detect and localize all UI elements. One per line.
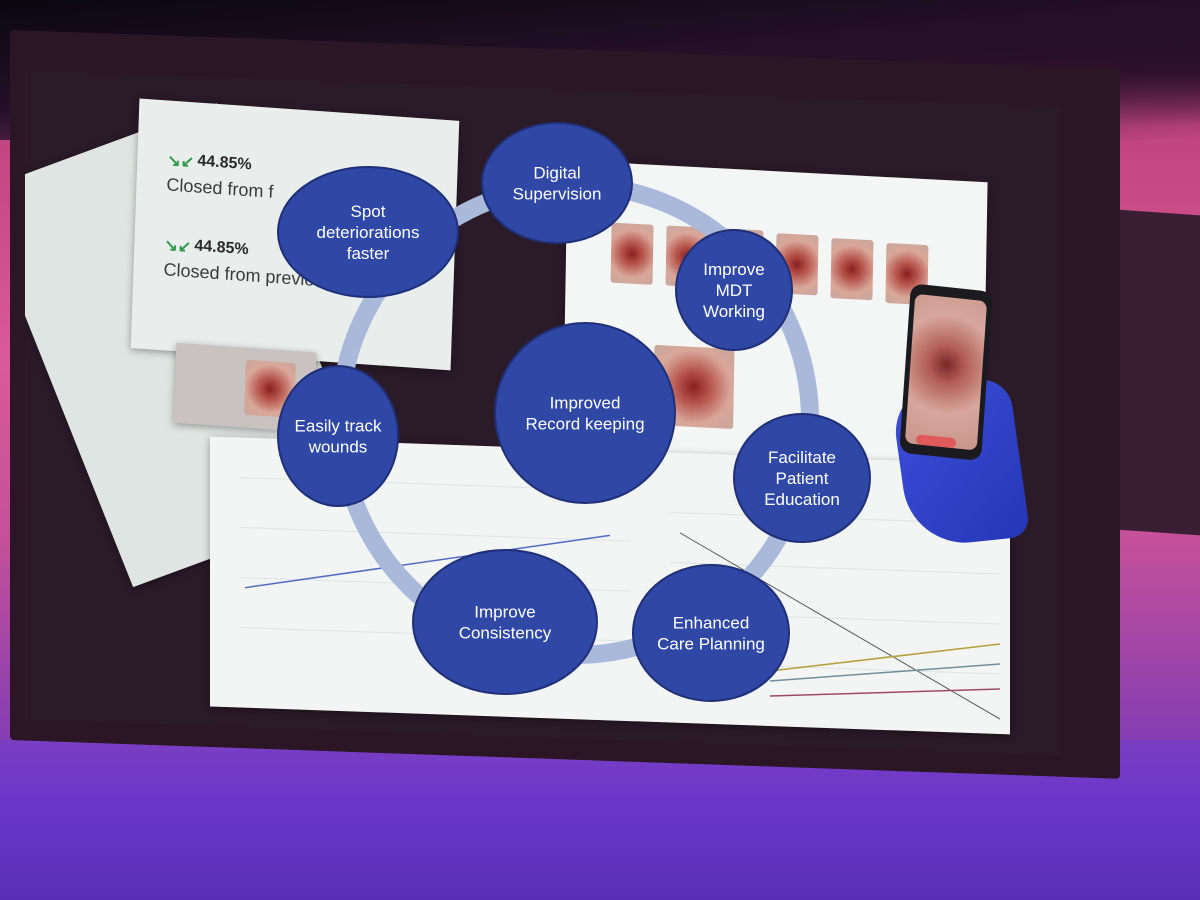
node-spot-deteriorations-faster: Spot deteriorations faster — [277, 166, 459, 298]
node-label: Record keeping — [525, 415, 644, 434]
node-label: Improved — [550, 394, 621, 413]
wound-area-chart-card — [210, 436, 1010, 735]
node-label: MDT — [716, 281, 753, 300]
node-easily-track-wounds: Easily track wounds — [277, 365, 399, 507]
node-label: Patient — [776, 469, 829, 488]
node-shape — [277, 166, 459, 298]
node-label: Working — [703, 302, 765, 321]
cycle-nodes: DigitalSupervisionImproveMDTWorkingFacil… — [277, 122, 871, 702]
node-shape — [733, 413, 871, 543]
node-shape — [277, 365, 399, 507]
node-label: Enhanced — [673, 614, 750, 633]
presentation-slide: ↘↙ 44.85% Closed from f ↘↙ 44.85% Closed… — [25, 70, 1060, 757]
node-shape — [632, 564, 790, 702]
node-label: Improve — [703, 260, 764, 279]
node-label: Easily track — [295, 417, 382, 436]
node-label: faster — [347, 244, 390, 263]
node-shape — [481, 122, 633, 244]
node-label: Improve — [474, 603, 535, 622]
node-label: Consistency — [459, 624, 552, 643]
node-label: Supervision — [513, 185, 602, 204]
node-shape — [494, 322, 676, 504]
node-shape — [675, 229, 793, 351]
node-label: Facilitate — [768, 448, 836, 467]
node-label: deteriorations — [316, 223, 419, 242]
node-label: Spot — [351, 202, 386, 221]
node-label: Digital — [533, 164, 580, 183]
node-label: Care Planning — [657, 635, 765, 654]
node-label: wounds — [308, 438, 368, 457]
node-shape — [412, 549, 598, 695]
background-chart — [240, 477, 1001, 720]
node-label: Education — [764, 490, 840, 509]
